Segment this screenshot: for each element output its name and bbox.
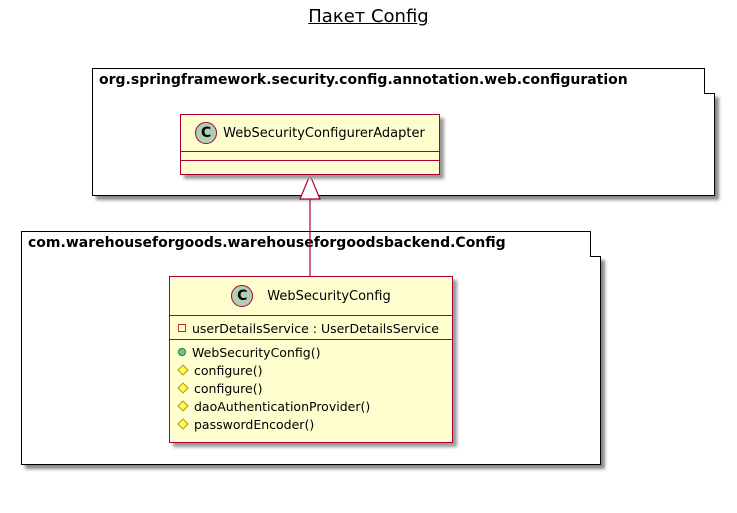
class-websecurityconfigureradapter[interactable]: C WebSecurityConfigurerAdapter (180, 114, 440, 175)
protected-visibility-icon (177, 364, 189, 376)
attributes-compartment (181, 151, 439, 160)
diagram-title: Пакет Config (308, 6, 429, 27)
method-text: passwordEncoder() (194, 416, 315, 432)
methods-compartment: WebSecurityConfig() configure() configur… (170, 339, 452, 435)
method-text: configure() (194, 380, 263, 396)
method-row: passwordEncoder() (170, 415, 452, 433)
method-text: daoAuthenticationProvider() (194, 398, 371, 414)
public-visibility-icon (178, 348, 186, 356)
protected-visibility-icon (177, 382, 189, 394)
class-name: WebSecurityConfigurerAdapter (223, 125, 425, 141)
method-row: WebSecurityConfig() (170, 343, 452, 361)
attributes-compartment: userDetailsService : UserDetailsService (170, 315, 452, 339)
package-spring-config-label: org.springframework.security.config.anno… (92, 68, 705, 94)
field-text: userDetailsService : UserDetailsService (192, 320, 439, 336)
class-c-icon: C (195, 122, 218, 144)
protected-visibility-icon (177, 418, 189, 430)
method-text: configure() (194, 362, 263, 378)
method-row: daoAuthenticationProvider() (170, 397, 452, 415)
class-header: C WebSecurityConfig (170, 277, 452, 315)
private-visibility-icon (178, 324, 186, 332)
method-row: configure() (170, 361, 452, 379)
class-name: WebSecurityConfig (267, 288, 391, 304)
protected-visibility-icon (177, 400, 189, 412)
method-row: configure() (170, 379, 452, 397)
package-warehouse-config-label: com.warehouseforgoods.warehouseforgoodsb… (21, 231, 591, 257)
inheritance-arrowhead (299, 173, 321, 200)
field-row: userDetailsService : UserDetailsService (170, 319, 452, 337)
class-header: C WebSecurityConfigurerAdapter (181, 115, 439, 151)
class-websecurityconfig[interactable]: C WebSecurityConfig userDetailsService :… (169, 276, 453, 443)
class-c-icon: C (231, 285, 254, 307)
method-text: WebSecurityConfig() (192, 344, 321, 360)
methods-compartment (181, 160, 439, 169)
